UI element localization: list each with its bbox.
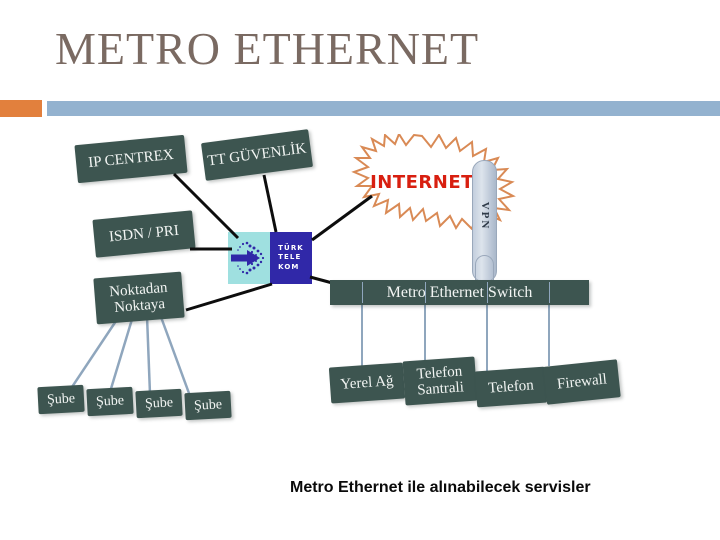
branch-box-2[interactable]: Şube bbox=[86, 386, 134, 417]
branch-box-label: Şube bbox=[95, 393, 125, 410]
internet-label: INTERNET bbox=[370, 171, 474, 193]
turk-telekom-logo[interactable]: TÜRK TELE KOM bbox=[228, 232, 312, 284]
client-box-label: Telefon bbox=[487, 377, 535, 397]
service-box-noktadan-noktaya[interactable]: Noktadan Noktaya bbox=[93, 271, 185, 325]
page-title: METRO ETHERNET bbox=[55, 23, 480, 74]
branch-box-label: Şube bbox=[193, 397, 223, 414]
branch-box-4[interactable]: Şube bbox=[184, 390, 232, 421]
branch-box-3[interactable]: Şube bbox=[135, 388, 183, 419]
service-box-label: TT GÜVENLİK bbox=[206, 140, 308, 170]
turk-telekom-wordmark: TÜRK TELE KOM bbox=[278, 244, 304, 272]
branch-box-label: Şube bbox=[46, 391, 76, 408]
wordmark-line: TÜRK bbox=[278, 243, 304, 252]
turk-telekom-wordmark-panel: TÜRK TELE KOM bbox=[270, 232, 312, 284]
slide-caption: Metro Ethernet ile alınabilecek servisle… bbox=[290, 479, 591, 496]
client-box-label: Firewall bbox=[556, 371, 608, 393]
metro-ethernet-switch-label: Metro Ethernet Switch bbox=[386, 283, 533, 301]
switch-port-2 bbox=[425, 282, 426, 303]
switch-port-1 bbox=[362, 282, 363, 303]
branch-box-label: Şube bbox=[144, 395, 174, 412]
branch-box-1[interactable]: Şube bbox=[37, 384, 85, 415]
vpn-capsule[interactable]: VPN bbox=[472, 160, 497, 282]
service-box-label: ISDN / PRI bbox=[108, 222, 180, 246]
dotted-arrow-icon bbox=[231, 241, 265, 275]
metro-ethernet-switch[interactable]: Metro Ethernet Switch bbox=[330, 280, 589, 305]
connector-lines-light bbox=[68, 305, 550, 397]
divider-accent-orange bbox=[0, 100, 42, 117]
network-diagram: IP CENTREX TT GÜVENLİK ISDN / PRI Noktad… bbox=[0, 120, 720, 470]
client-box-label: Telefon Santrali bbox=[416, 363, 465, 399]
service-box-label: Noktadan Noktaya bbox=[108, 279, 169, 316]
client-box-firewall[interactable]: Firewall bbox=[543, 359, 621, 405]
wordmark-line: TELE bbox=[278, 253, 302, 262]
vpn-label: VPN bbox=[478, 201, 491, 231]
vpn-capsule-base bbox=[475, 255, 494, 281]
client-box-yerel-ag[interactable]: Yerel Ağ bbox=[328, 362, 406, 404]
service-box-label: IP CENTREX bbox=[87, 146, 175, 171]
client-box-telefon[interactable]: Telefon bbox=[474, 366, 548, 408]
turk-telekom-arrow-panel bbox=[228, 232, 270, 284]
client-box-label: Yerel Ağ bbox=[339, 373, 395, 393]
switch-port-4 bbox=[549, 282, 550, 303]
client-box-telefon-santrali[interactable]: Telefon Santrali bbox=[402, 356, 478, 406]
wordmark-line: KOM bbox=[278, 262, 300, 271]
switch-port-3 bbox=[487, 282, 488, 303]
divider-accent-blue bbox=[47, 101, 720, 116]
